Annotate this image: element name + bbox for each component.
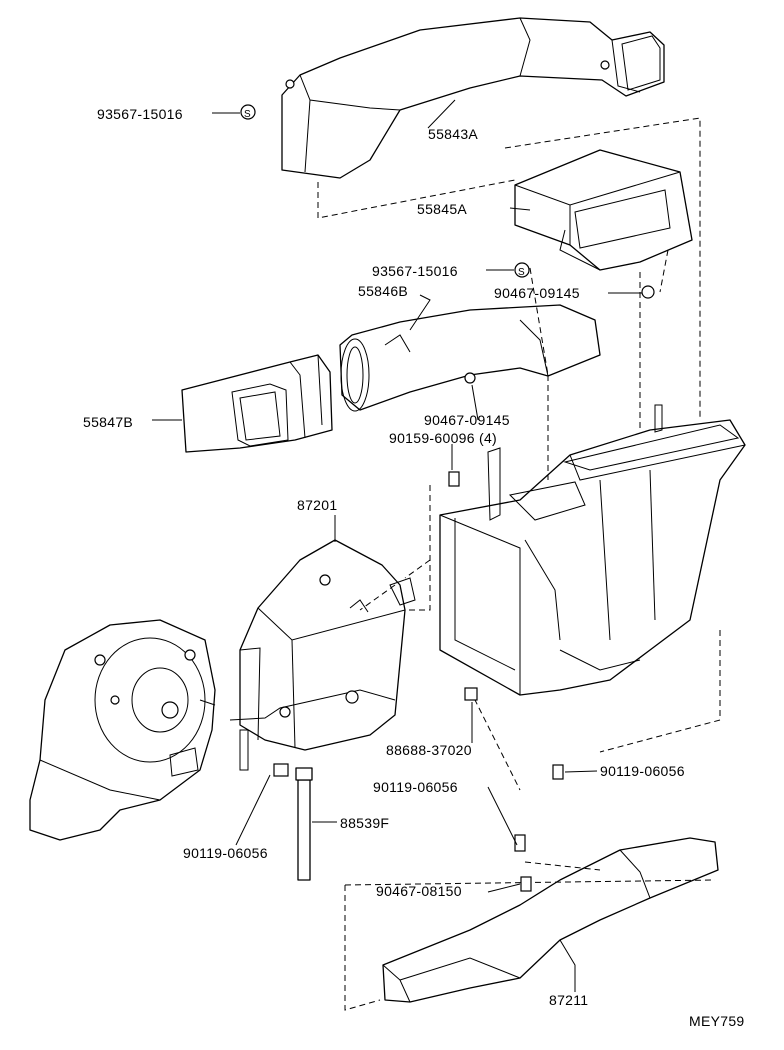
label-90467-08150: 90467-08150 [376, 883, 462, 899]
label-87201: 87201 [297, 497, 337, 513]
fasteners: S S [240, 104, 655, 892]
label-88539f: 88539F [340, 815, 389, 831]
label-55846b: 55846B [358, 283, 408, 299]
label-88688-37020: 88688-37020 [386, 742, 472, 758]
label-93567-15016-b: 93567-15016 [372, 263, 458, 279]
label-55843a: 55843A [428, 126, 478, 142]
s-marker-2: S [518, 267, 525, 278]
duct-55843a [281, 17, 665, 179]
duct-55847b [181, 354, 333, 453]
label-90159-60096: 90159-60096 (4) [389, 430, 497, 446]
blower-assembly [29, 619, 216, 841]
label-90467-09145-a: 90467-09145 [494, 285, 580, 301]
label-55845a: 55845A [417, 201, 467, 217]
label-87211: 87211 [549, 992, 588, 1008]
drawing-code: MEY759 [689, 1013, 745, 1029]
drain-88539f [295, 767, 313, 881]
label-90467-09145-b: 90467-09145 [424, 412, 510, 428]
case-87201 [229, 539, 416, 771]
duct-55845a [514, 149, 693, 271]
label-90119-06056-mid: 90119-06056 [373, 779, 458, 795]
duct-87211 [382, 837, 719, 1003]
label-90119-06056-right: 90119-06056 [600, 763, 685, 779]
leader-lines [152, 99, 642, 992]
duct-55846b [339, 304, 601, 412]
label-55847b: 55847B [83, 414, 133, 430]
heater-unit [439, 404, 746, 696]
s-marker-1: S [244, 109, 251, 120]
part-labels: 93567-15016 55843A 55845A 93567-15016 55… [83, 106, 745, 1029]
label-93567-15016-a: 93567-15016 [97, 106, 183, 122]
label-90119-06056-left: 90119-06056 [183, 845, 268, 861]
